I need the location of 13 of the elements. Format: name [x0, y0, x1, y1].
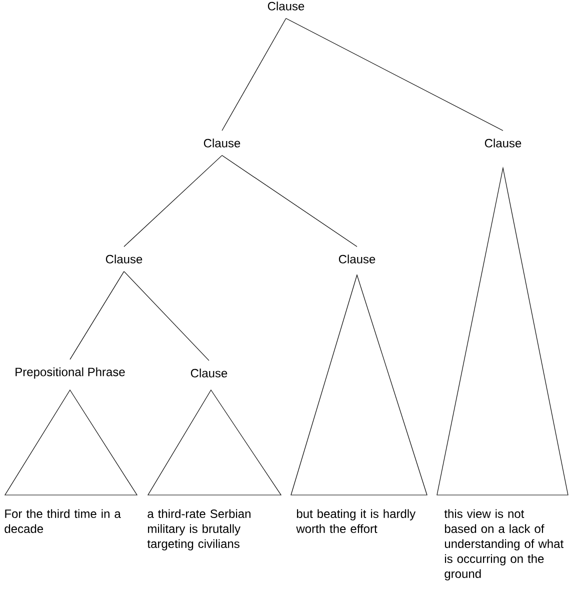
tree-branch [222, 18, 286, 131]
tree-branch [222, 155, 358, 247]
tree-branch [124, 155, 222, 247]
tree-branch [124, 271, 210, 361]
phrase-label: Clause [190, 368, 228, 378]
tree-branch [286, 18, 504, 131]
phrase-label: Clause [338, 254, 376, 264]
phrase-label: Clause [484, 138, 522, 148]
phrase-label: Clause [268, 2, 304, 10]
phrase-label: Prepositional Phrase [16, 367, 125, 379]
phrase-label: Clause [204, 138, 240, 148]
tree-branch [70, 271, 124, 360]
phrase-label: Clause [106, 254, 142, 264]
